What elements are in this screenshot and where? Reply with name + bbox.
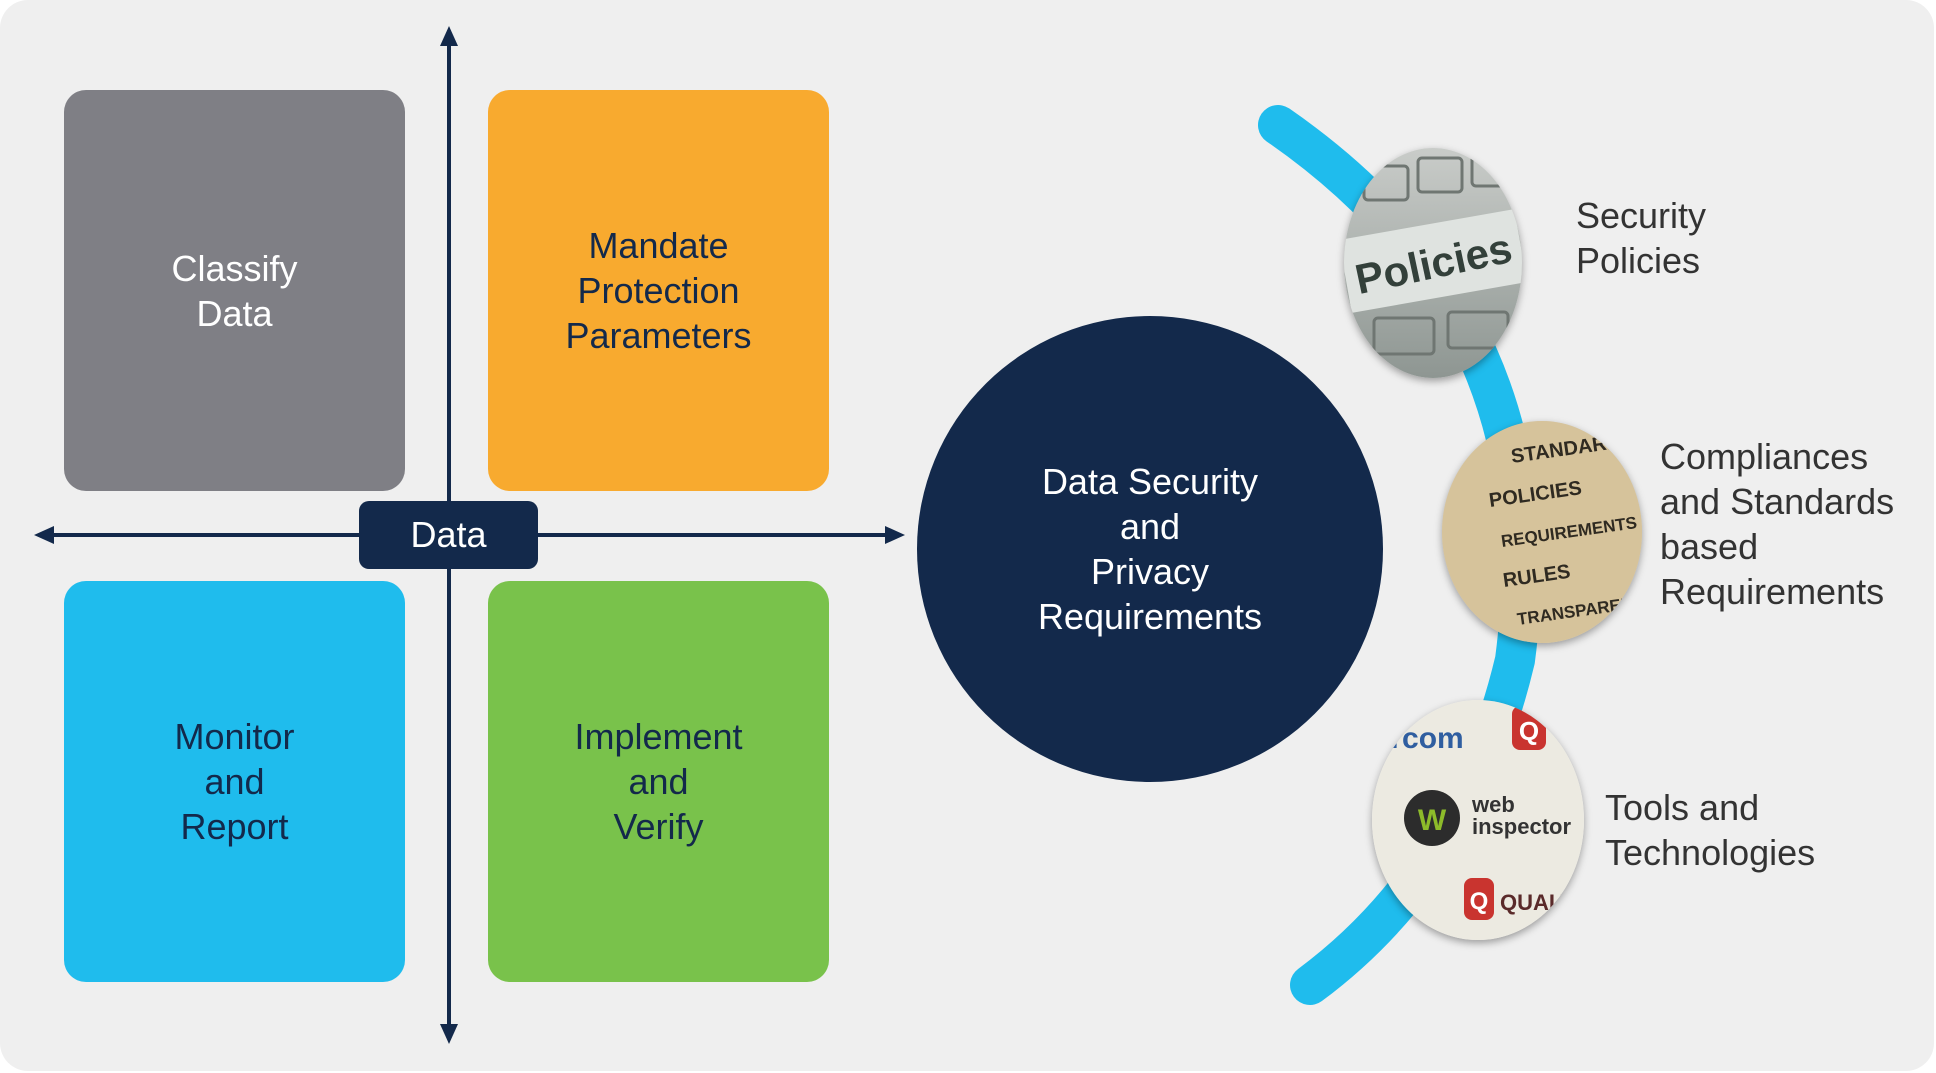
quadrant-implement-verify: Implement and Verify — [488, 581, 829, 982]
svg-text:Q: Q — [1519, 716, 1539, 746]
arrow-down-icon — [440, 1024, 458, 1044]
svg-text:W: W — [1418, 804, 1447, 837]
arrow-up-icon — [440, 26, 458, 46]
label-security-policies: Security Policies — [1576, 195, 1707, 281]
arrow-left-icon — [34, 526, 54, 544]
label-compliances-standards: Compliances and Standards based Requirem… — [1660, 436, 1895, 612]
core-requirements-circle: Data Security and Privacy Requirements — [917, 316, 1383, 782]
quadrant-mandate-protection: Mandate Protection Parameters — [488, 90, 829, 491]
label-tools-technologies: Tools and Technologies — [1605, 787, 1816, 873]
quadrant-monitor-report: Monitor and Report — [64, 581, 405, 982]
svg-text:Q: Q — [1470, 888, 1489, 915]
arrow-right-icon — [885, 526, 905, 544]
standards-image: STANDARD POLICIES REQUIREMENTS RULES TRA… — [1442, 421, 1642, 643]
policies-image: Policies — [1344, 148, 1522, 378]
quadrant-classify-data: Classify Data — [64, 90, 405, 491]
data-center-label: Data — [359, 501, 538, 569]
